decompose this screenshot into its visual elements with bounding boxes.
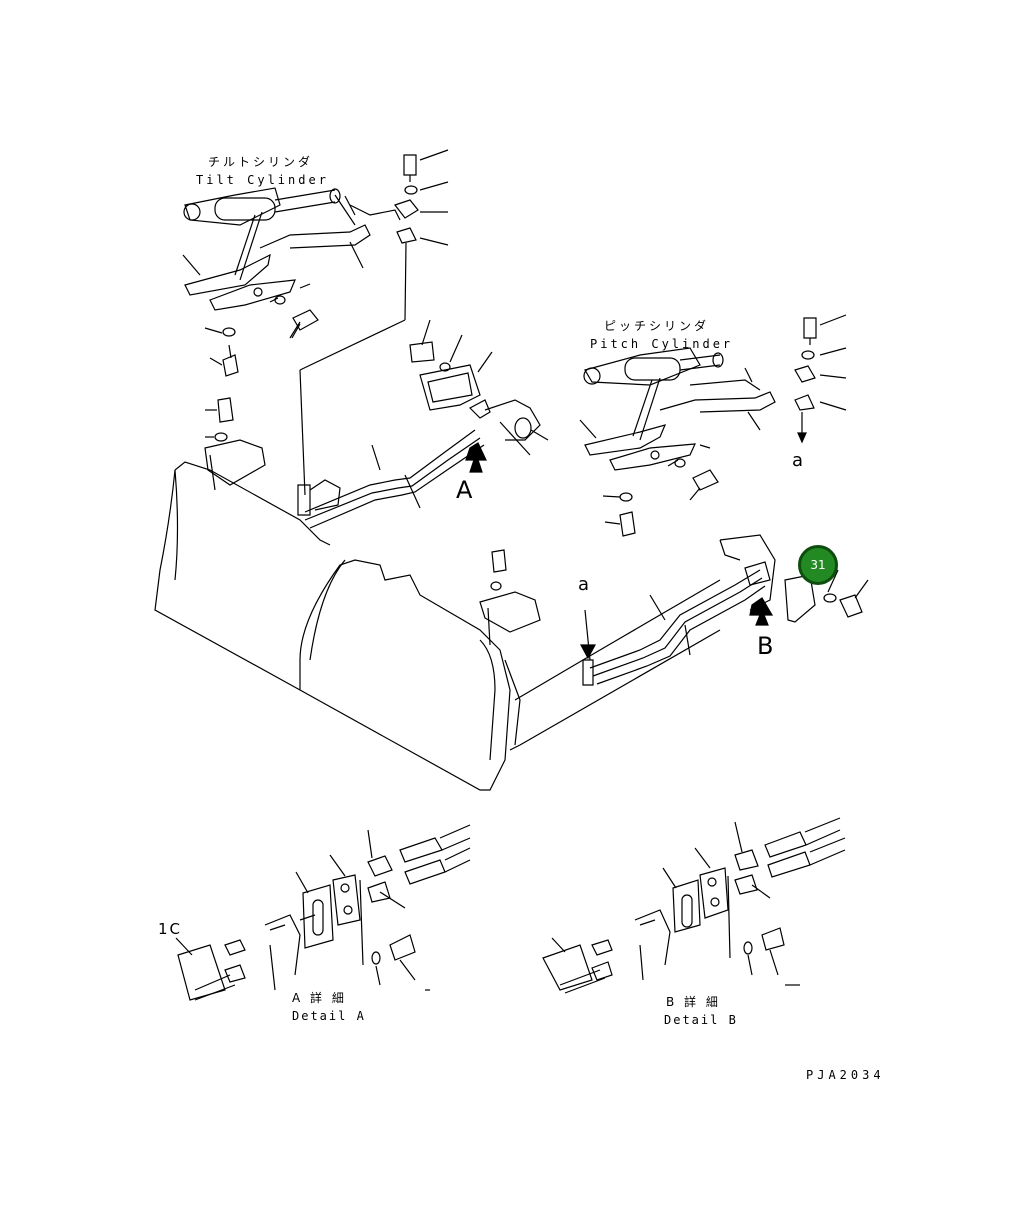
detail-a-title-en: Detail A <box>292 1009 366 1023</box>
dozer-blade <box>155 462 775 790</box>
detail-a-drawing <box>176 825 470 1000</box>
tilt-bracket-hardware <box>300 150 448 495</box>
pitch-cylinder-label-jp: ピッチシリンダ <box>604 319 710 333</box>
pitch-cylinder-label-en: Pitch Cylinder <box>590 337 734 351</box>
view-arrow-a-shape <box>466 443 486 472</box>
left-cover-bracket <box>205 398 265 490</box>
detail-a-title-jp: A 詳 細 <box>292 991 347 1005</box>
part-number-badge[interactable]: 31 <box>798 545 838 585</box>
center-cover-bracket <box>480 550 540 645</box>
view-arrow-a-label: A <box>456 476 473 504</box>
pitch-cylinder-assembly <box>580 315 846 536</box>
detail-b-drawing <box>543 818 845 993</box>
pitch-pipe-run <box>581 562 868 685</box>
tilt-cylinder-label-jp: チルトシリンダ <box>208 155 314 169</box>
tilt-cylinder-label-en: Tilt Cylinder <box>196 173 329 187</box>
connection-label-upper: a <box>792 450 804 471</box>
drawing-code: PJA2034 <box>806 1068 885 1082</box>
connection-label-lower: a <box>578 574 590 595</box>
detail-b-title-en: Detail B <box>664 1013 738 1027</box>
tilt-cylinder-assembly <box>183 188 400 376</box>
detail-b-title-jp: B 詳 細 <box>666 995 721 1009</box>
tilt-pipe-run <box>298 320 548 528</box>
view-arrow-b-label: B <box>757 632 774 660</box>
item-label-1c: 1C <box>158 920 183 938</box>
view-arrow-b-shape <box>750 598 772 625</box>
